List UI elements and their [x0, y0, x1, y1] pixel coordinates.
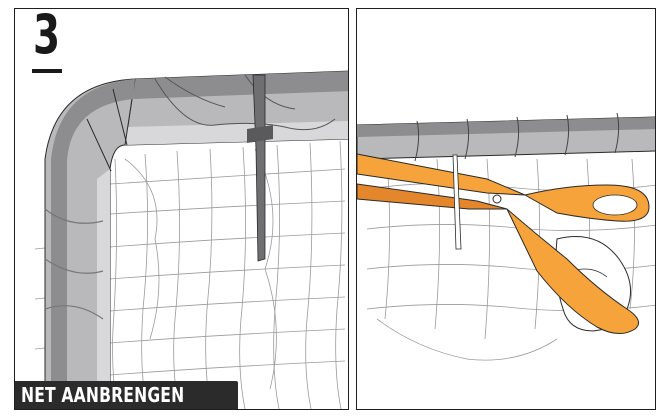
right-illustration-panel: [356, 8, 656, 410]
step-number: 3: [33, 8, 61, 66]
step-caption-bar: NET AANBRENGEN: [15, 381, 239, 409]
goal-frame-with-net-and-cable-tie-icon: [34, 70, 348, 409]
left-illustration-panel: 3 NET AANBRENGEN: [14, 8, 349, 410]
scissors-cutting-cable-tie-icon: [357, 112, 655, 361]
step-caption: NET AANBRENGEN: [21, 383, 185, 407]
step-number-underline: [32, 69, 62, 73]
